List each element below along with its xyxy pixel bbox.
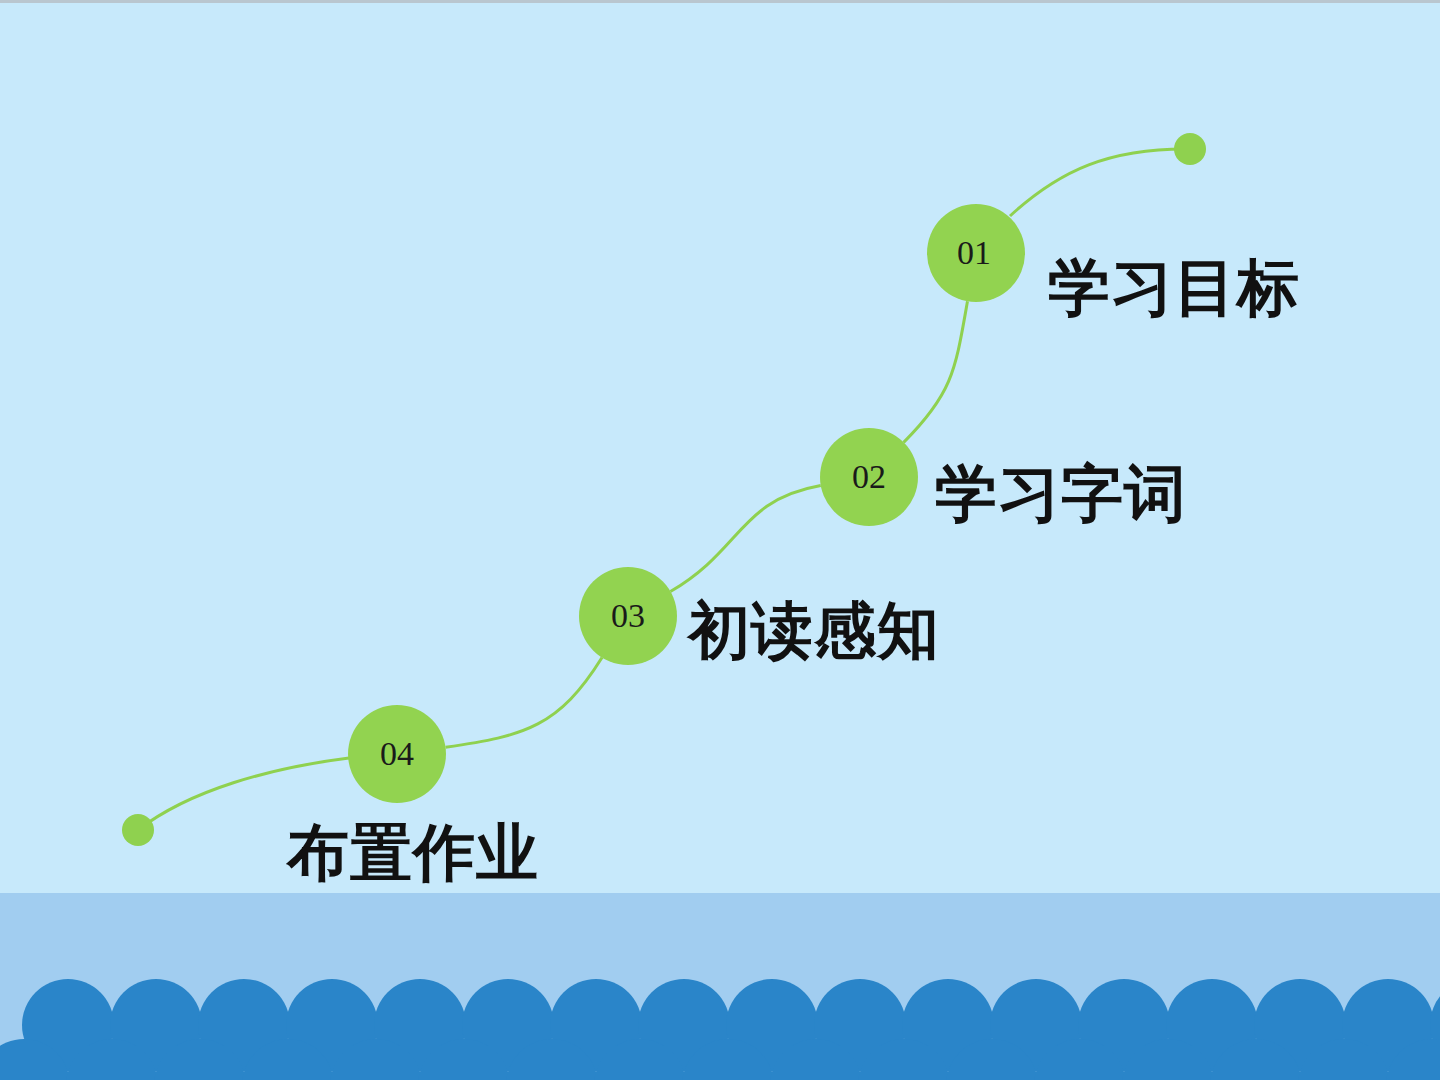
wave-scallop [418,1039,510,1080]
wave-scallop [0,1039,70,1080]
curve-tail [1010,149,1190,216]
step-circle: 03初读感知 [579,567,677,665]
step-heading: 布置作业 [287,822,539,884]
step-circle: 04布置作业 [348,705,446,803]
wave-scallop [330,1039,422,1080]
wave-scallop [594,1039,686,1080]
circle-fill [348,705,446,803]
step-heading: 学习字词 [935,463,1187,525]
wave-scallop [1210,1039,1302,1080]
end-dot [1174,133,1206,165]
wave-scallop [66,1039,158,1080]
wave-scallop [1122,1039,1214,1080]
step-heading: 初读感知 [688,600,940,662]
curve-connector [670,486,820,592]
top-rule [0,0,1440,3]
wave-scallop [506,1039,598,1080]
wave-scallop [858,1039,950,1080]
step-number: 03 [611,599,645,633]
wave-scallop [1386,1039,1440,1080]
wave-scallop [1034,1039,1126,1080]
curve-tail [138,758,349,830]
step-heading: 学习目标 [1048,257,1300,319]
wave-scallop [770,1039,862,1080]
circle-fill [927,204,1025,302]
wave-scallop [154,1039,246,1080]
end-dot [122,814,154,846]
circle-fill [579,567,677,665]
step-circle: 02学习字词 [820,428,918,526]
step-number: 04 [380,737,414,771]
step-number: 02 [852,460,886,494]
step-number: 01 [957,236,991,270]
wave-scallop [946,1039,1038,1080]
wave-scallop [242,1039,334,1080]
step-circle: 01学习目标 [927,204,1025,302]
curve-connector [904,301,968,442]
circle-fill [820,428,918,526]
wave-scallop [682,1039,774,1080]
wave-scallops [0,979,1440,1080]
curve-connector [446,658,603,748]
wave-scallop [1298,1039,1390,1080]
